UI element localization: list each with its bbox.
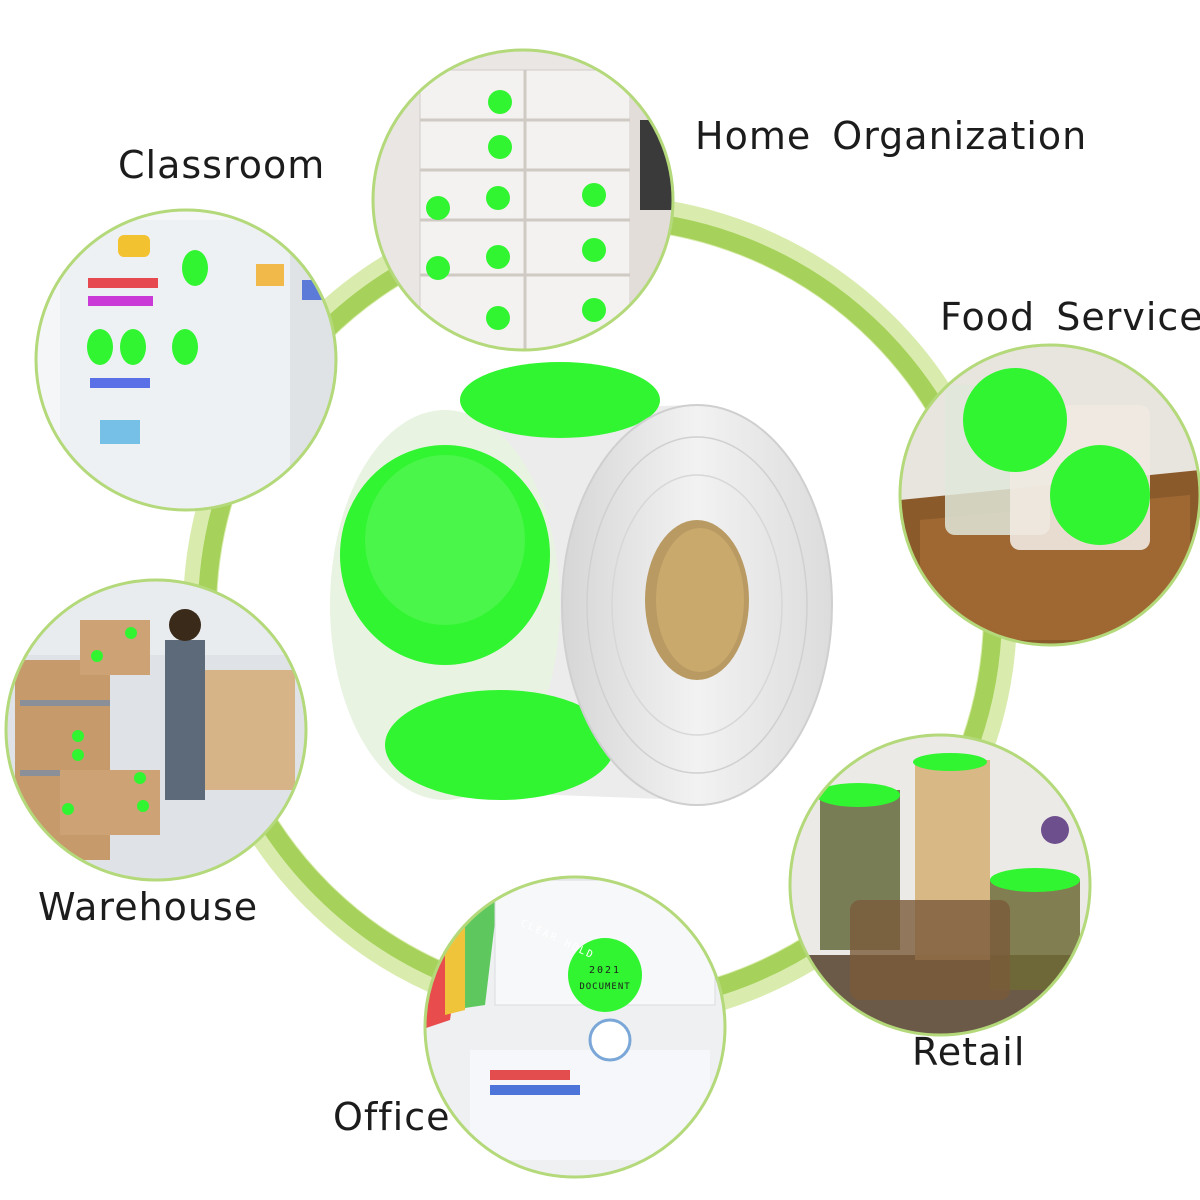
roll-sticker-bottom: [385, 690, 615, 800]
office-sticker-year: 2021: [589, 965, 621, 976]
office-scene: 2021 DOCUMENT CLEAR HOLD: [423, 875, 727, 1179]
retail-scene: [788, 733, 1092, 1037]
label-retail: Retail: [912, 1030, 1026, 1074]
label-warehouse: Warehouse: [38, 885, 259, 929]
label-office: Office: [333, 1095, 451, 1139]
sticker-roll: [330, 362, 833, 806]
label-classroom: Classroom: [118, 143, 326, 187]
roll-sticker-top: [460, 362, 660, 438]
label-home-organization: Home Organization: [695, 114, 1088, 158]
office-sticker-word: DOCUMENT: [579, 982, 630, 992]
home-organization-scene: [371, 48, 675, 352]
classroom-scene: [34, 208, 338, 512]
label-food-service: Food Service: [940, 295, 1200, 339]
food-service-scene: [898, 343, 1200, 647]
roll-sticker-main: [340, 445, 550, 665]
